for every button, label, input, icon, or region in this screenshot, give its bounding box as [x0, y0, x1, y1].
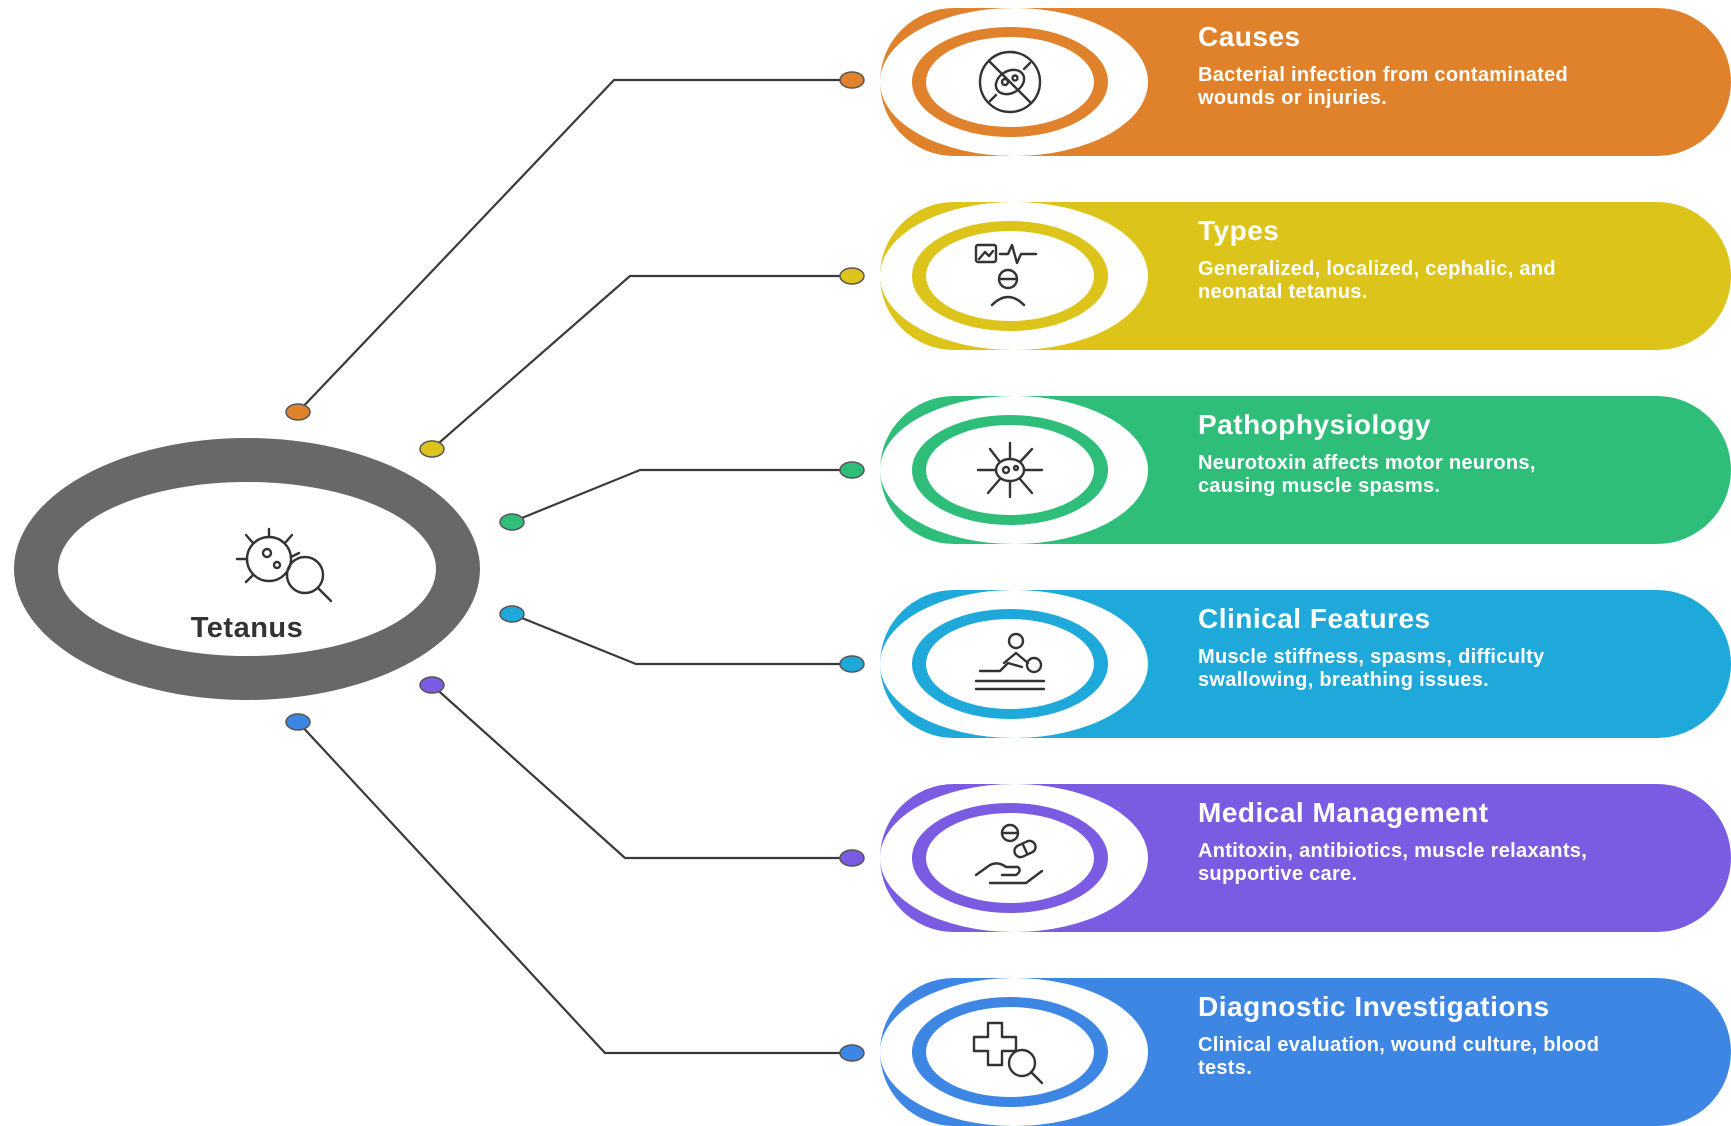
topic-description: Clinical evaluation, wound culture, bloo… [1198, 1034, 1600, 1079]
topic-types: Types Generalized, localized, cephalic, … [880, 202, 1731, 350]
topic-description: Neurotoxin affects motor neurons, causin… [1198, 452, 1536, 497]
icon-badge [880, 590, 1148, 738]
topic-description: Generalized, localized, cephalic, and ne… [1198, 258, 1556, 303]
topic-diagnostic-investigations: Diagnostic Investigations Clinical evalu… [880, 978, 1731, 1126]
topic-causes: Causes Bacterial infection from contamin… [880, 8, 1731, 156]
connector-dot [499, 513, 525, 531]
hand-pills-icon [974, 823, 1044, 885]
icon-badge [880, 8, 1148, 156]
icon-badge [880, 396, 1148, 544]
icon-badge [880, 202, 1148, 350]
connector-line [511, 468, 852, 524]
connector-dot [839, 71, 865, 89]
topic-description: Bacterial infection from contaminated wo… [1198, 64, 1569, 109]
topic-title: Pathophysiology [1198, 409, 1432, 440]
topic-title: Types [1198, 215, 1280, 246]
connector-dot [285, 713, 311, 731]
patient-bed-icon [974, 632, 1046, 691]
connector-line [511, 612, 852, 666]
topic-clinical-features: Clinical Features Muscle stiffness, spas… [880, 590, 1731, 738]
patient-monitor-icon [974, 243, 1038, 307]
connector-dot [839, 1044, 865, 1062]
connector-line [431, 274, 852, 450]
connector-line [297, 78, 852, 413]
connector-line [297, 721, 852, 1055]
topic-medical-management: Medical Management Antitoxin, antibiotic… [880, 784, 1731, 932]
no-bacteria-icon [978, 50, 1042, 114]
neuron-icon [976, 441, 1044, 499]
topic-description: Antitoxin, antibiotics, muscle relaxants… [1198, 840, 1588, 885]
medical-search-icon [972, 1021, 1044, 1085]
connector-line [431, 684, 852, 860]
connector-dot [839, 849, 865, 867]
connector-dot [839, 267, 865, 285]
hub-label: Tetanus [190, 612, 304, 644]
topic-pathophysiology: Pathophysiology Neurotoxin affects motor… [880, 396, 1731, 544]
connector-dot [285, 403, 311, 421]
bacteria-magnifier-icon [235, 527, 333, 603]
topic-title: Causes [1198, 21, 1301, 52]
connector-dot [839, 655, 865, 673]
icon-badge [880, 784, 1148, 932]
tetanus-hub: Tetanus [14, 438, 480, 700]
topic-title: Clinical Features [1198, 603, 1431, 634]
connector-dot [419, 440, 445, 458]
topic-title: Medical Management [1198, 797, 1489, 828]
connector-dot [499, 605, 525, 623]
topic-description: Muscle stiffness, spasms, difficulty swa… [1198, 646, 1545, 691]
connector-dot [419, 676, 445, 694]
icon-badge [880, 978, 1148, 1126]
connector-dot [839, 461, 865, 479]
topic-title: Diagnostic Investigations [1198, 991, 1550, 1022]
